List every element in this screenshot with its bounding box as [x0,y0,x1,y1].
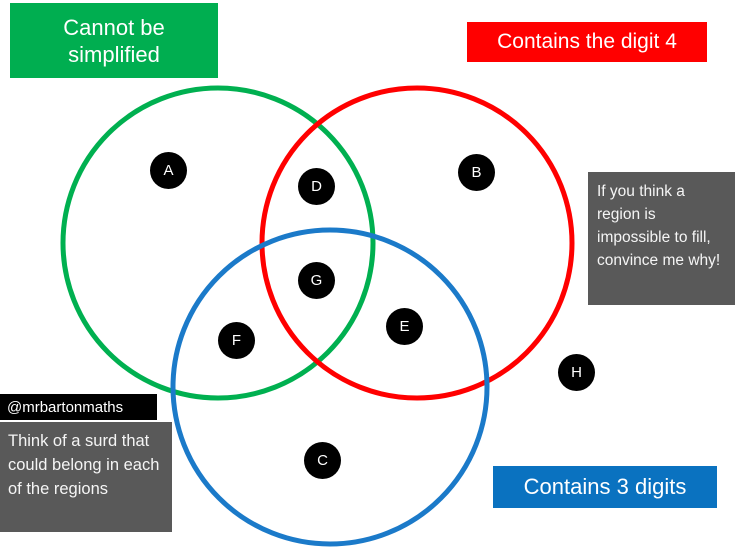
title-box-green-line1: Cannot be [63,14,165,40]
hint-right-line1: If you think a [597,183,685,200]
region-badge-c: C [304,442,341,479]
region-badge-f: F [218,322,255,359]
hint-right-line4: fill, convince [597,229,711,269]
hint-right-line3: impossible to [597,229,688,246]
hint-left-line2: that could belong [8,432,150,474]
twitter-handle-badge: @mrbartonmaths [0,394,157,420]
contains-3-digits-circle [170,227,490,547]
region-badge-b: B [458,154,495,191]
region-label-f: F [231,332,242,349]
hint-right-line5: me why! [662,252,721,269]
hint-left-line4: regions [53,480,109,498]
twitter-handle-text: @mrbartonmaths [7,398,124,416]
region-badge-a: A [150,152,187,189]
hint-box-think-of-surd: Think of a surd that could belong in eac… [0,422,172,532]
hint-left-line3: in each of the [8,456,160,498]
hint-box-impossible-region: If you think a region is impossible to f… [588,172,735,305]
region-label-a: A [163,162,174,179]
region-label-c: C [317,452,328,469]
region-label-b: B [471,164,482,181]
title-box-cannot-be-simplified: Cannot be simplified [10,3,218,78]
hint-left-line1: Think of a surd [8,432,118,450]
region-badge-e: E [386,308,423,345]
region-badge-g: G [298,262,335,299]
region-label-h: H [571,364,582,381]
title-box-contains-3-digits: Contains 3 digits [493,466,717,508]
hint-right-line2: region is [597,206,656,223]
title-box-green-line2: simplified [68,41,160,67]
cannot-be-simplified-circle [60,85,376,401]
region-label-d: D [311,178,322,195]
region-badge-d: D [298,168,335,205]
region-label-e: E [399,318,410,335]
region-label-g: G [310,272,323,289]
title-box-red-text: Contains the digit 4 [497,30,677,53]
region-badge-h: H [558,354,595,391]
title-box-contains-digit-4: Contains the digit 4 [467,22,707,62]
contains-digit-4-circle [259,85,575,401]
title-box-blue-text: Contains 3 digits [523,474,687,499]
